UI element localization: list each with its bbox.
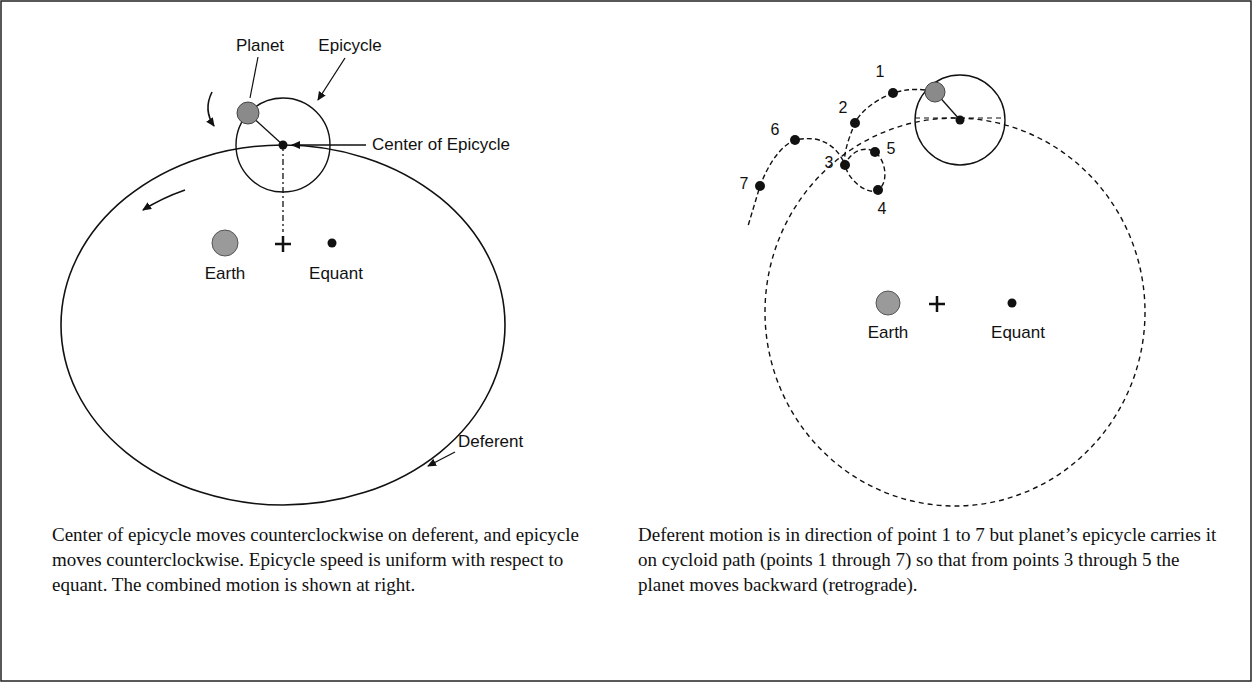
callout-number: 1 [876,62,885,82]
part-label: Planet [236,36,284,56]
rotation-arrow [143,190,185,210]
deferent-center [929,296,945,312]
leader-line [428,452,455,466]
epicycle-circle [915,75,1005,165]
deferent-center [275,236,291,252]
planet [237,102,259,124]
leader-line [318,58,345,100]
callout-number: 7 [740,174,749,194]
part-label: Earth [868,323,909,343]
part-label: Epicycle [318,36,381,56]
callout-number: 6 [771,120,780,140]
part-label: Center of Epicycle [372,135,510,155]
deferent-circle [765,118,1145,506]
deferent-circle [61,145,505,505]
callout-number: 5 [887,139,896,159]
leader-line [292,144,366,145]
callout-number: 2 [839,98,848,118]
path-points [755,88,898,195]
cycloid-path [748,89,925,226]
radius-line [282,145,283,232]
rotation-arrow [208,92,214,126]
part-label: Equant [991,323,1045,343]
leader-line [250,57,258,98]
equant-dot [328,239,337,248]
part-label: Earth [205,264,246,284]
caption: Center of epicycle moves counterclockwis… [52,522,608,597]
part-label: Equant [309,264,363,284]
part-label: Deferent [458,432,523,452]
planet [925,82,945,102]
caption: Deferent motion is in direction of point… [638,522,1230,597]
earth [876,291,900,315]
equant-dot [1008,299,1017,308]
earth [212,230,238,256]
callout-number: 4 [878,199,887,219]
callout-number: 3 [825,153,834,173]
